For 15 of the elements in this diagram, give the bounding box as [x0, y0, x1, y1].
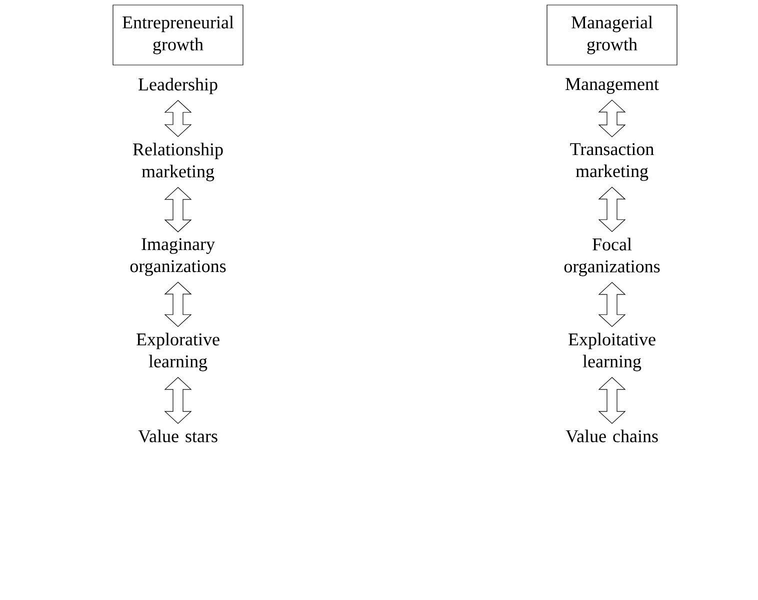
stage-label: Explorative learning [136, 332, 220, 372]
title-box: Managerial growth [546, 4, 678, 66]
stage-label: Management [566, 78, 659, 94]
title-box: Entrepreneurial growth [112, 4, 244, 66]
stage-label: Focal organizations [564, 238, 660, 276]
stage-label: Value chains [566, 430, 658, 442]
double-arrow [598, 100, 626, 138]
stage-label: Exploitative learning [568, 332, 656, 372]
stage-label: Transaction marketing [570, 143, 654, 181]
double-arrow [598, 186, 626, 232]
stage-label: Leadership [138, 78, 218, 94]
stage-label: Relationship marketing [133, 142, 223, 182]
stage-label: Value stars [138, 430, 218, 442]
double-arrow [164, 282, 192, 328]
stage-label: Imaginary organizations [130, 238, 226, 276]
